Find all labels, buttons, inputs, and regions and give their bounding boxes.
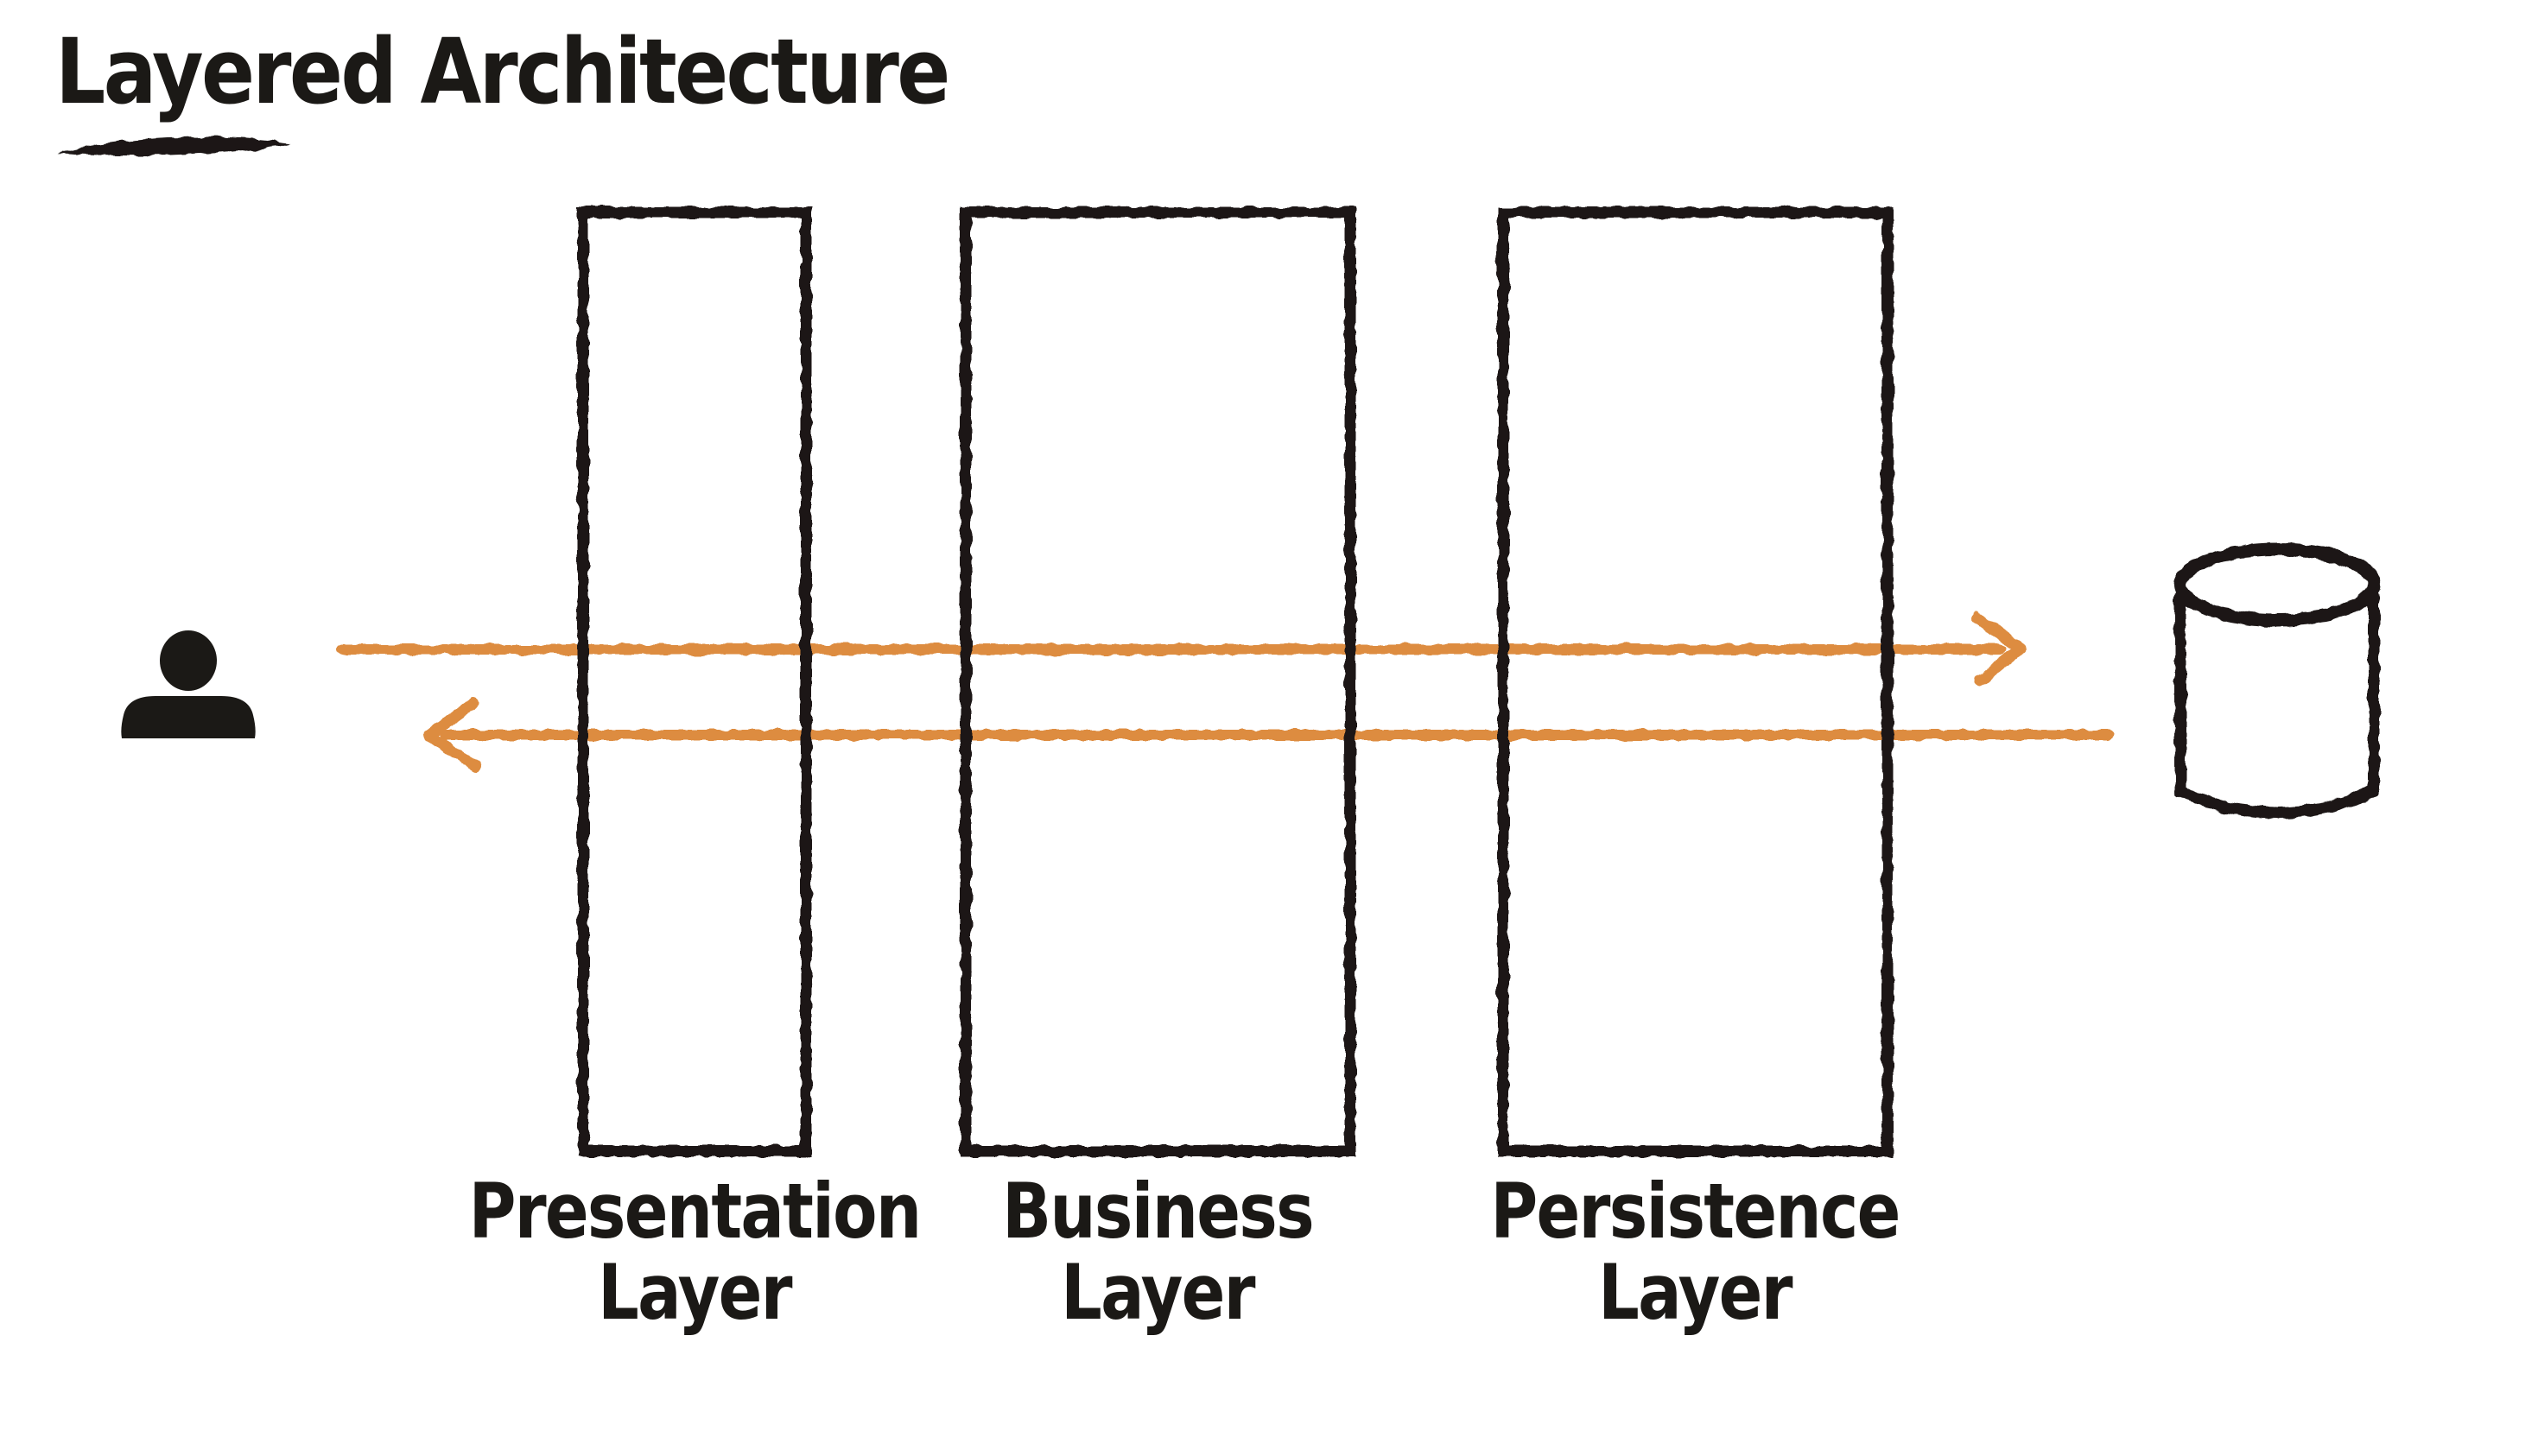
- user-icon: [121, 630, 256, 738]
- layer-box-presentation: [577, 206, 812, 1157]
- layer-label-line2: Layer: [1061, 1248, 1255, 1338]
- layer-label-line1: Business: [1002, 1167, 1315, 1256]
- layer-label-business: Business Layer: [901, 1167, 1415, 1338]
- layer-label-line1: Presentation: [468, 1167, 923, 1256]
- layer-label-presentation: Presentation Layer: [438, 1167, 952, 1338]
- layer-label-persistence: Persistence Layer: [1438, 1167, 1952, 1338]
- user-head: [160, 630, 217, 691]
- user-body: [121, 696, 256, 738]
- layer-label-line1: Persistence: [1490, 1167, 1900, 1256]
- page-title: Layered Architecture: [55, 19, 950, 124]
- database-cylinder-bottom: [2174, 785, 2380, 819]
- request-arrow: [337, 611, 2026, 687]
- layer-box-persistence: [1497, 206, 1894, 1157]
- title-underline: [57, 136, 291, 156]
- response-arrow: [423, 697, 2114, 773]
- layer-box-business: [960, 206, 1356, 1157]
- database-cylinder-top: [2173, 542, 2381, 627]
- database-cylinder-icon: [2173, 542, 2381, 819]
- response-arrowhead-icon: [423, 697, 482, 773]
- request-arrowhead-icon: [1971, 611, 2026, 687]
- layer-label-line2: Layer: [1598, 1248, 1792, 1338]
- layer-label-line2: Layer: [598, 1248, 792, 1338]
